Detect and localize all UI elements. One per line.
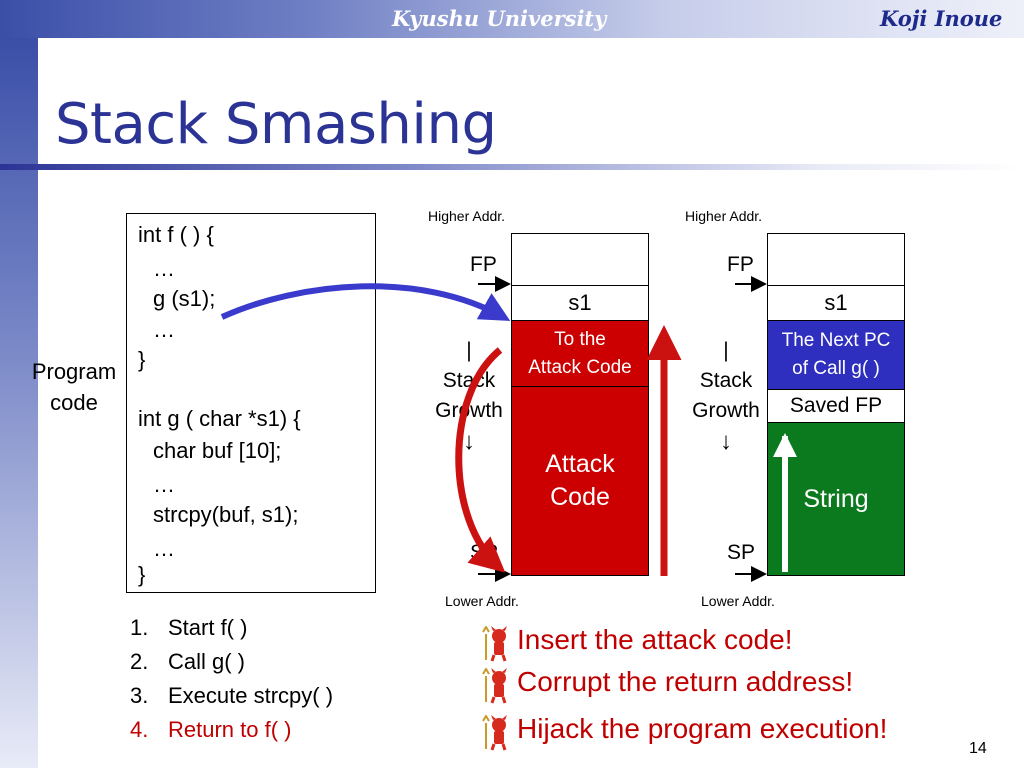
- growth-word-stack: Stack: [699, 369, 753, 392]
- step-number: 3.: [130, 683, 149, 708]
- lower-addr-label: Lower Addr.: [701, 593, 775, 609]
- code-line-strcpy: strcpy(buf, s1);: [153, 502, 299, 527]
- code-box: [126, 213, 376, 593]
- program-label-line: Program: [31, 359, 117, 384]
- code-line-ellipsis: …: [153, 256, 175, 281]
- cell-label: The Next PC: [781, 330, 891, 351]
- step-number: 2.: [130, 649, 149, 674]
- stack-growth-indicator: | Stack Growth ↓: [681, 336, 771, 458]
- code-line-ellipsis: …: [153, 536, 175, 561]
- stack-growth-indicator: | Stack Growth ↓: [424, 336, 514, 458]
- growth-bar: |: [723, 339, 729, 362]
- cell-label: To the: [554, 328, 606, 350]
- hijack-return-arrow: [455, 347, 506, 573]
- step-text: Execute strcpy( ): [168, 683, 334, 708]
- program-label-line: code: [50, 390, 98, 415]
- author-name: Koji Inoue: [880, 6, 1003, 31]
- devil-icon: [482, 626, 507, 662]
- header-bar: [0, 0, 1024, 38]
- cell-label: s1: [824, 290, 848, 315]
- bullet-text: Hijack the program execution!: [517, 713, 888, 744]
- code-line-ellipsis: …: [153, 317, 175, 342]
- growth-word-growth: Growth: [692, 399, 760, 422]
- growth-arrow: ↓: [463, 428, 475, 455]
- code-line-call-g: g (s1);: [153, 286, 216, 311]
- devil-icon: [482, 715, 507, 751]
- bullet-text: Insert the attack code!: [517, 624, 793, 655]
- code-line-f-header: int f ( ) {: [138, 222, 214, 247]
- fp-label: FP: [727, 253, 754, 276]
- stack-cell-attack-code: Attack Code: [511, 386, 649, 576]
- program-code-label: Program code: [24, 356, 124, 418]
- cell-label: String: [803, 484, 869, 513]
- step-text: Call g( ): [168, 649, 246, 674]
- left-decoration-strip: [0, 38, 38, 768]
- code-line-close-brace: }: [138, 562, 146, 587]
- cell-label: of Call g( ): [792, 358, 880, 379]
- bullet-text: Corrupt the return address!: [517, 666, 854, 697]
- growth-word-growth: Growth: [435, 399, 503, 422]
- stack-cell-s1: s1: [511, 285, 649, 321]
- fp-label: FP: [470, 253, 497, 276]
- lower-addr-label: Lower Addr.: [445, 593, 519, 609]
- sp-label: SP: [727, 541, 756, 564]
- cell-label: Code: [550, 483, 610, 511]
- growth-bar: |: [466, 339, 472, 362]
- call-g-arrow: [220, 283, 511, 321]
- stack-cell-empty: [511, 233, 649, 286]
- higher-addr-label: Higher Addr.: [428, 208, 506, 224]
- growth-arrow: ↓: [720, 428, 732, 455]
- stack-cell-saved-fp: Saved FP: [767, 389, 905, 423]
- code-line-g-header: int g ( char *s1) {: [138, 406, 301, 431]
- step-text: Start f( ): [168, 615, 248, 640]
- title-underline: [0, 164, 1024, 170]
- step-number: 1.: [130, 615, 149, 640]
- higher-addr-label: Higher Addr.: [685, 208, 763, 224]
- page-number: 14: [969, 740, 987, 757]
- stack-cell-s1: s1: [767, 285, 905, 321]
- stack-cell-empty: [767, 233, 905, 286]
- step-number: 4.: [130, 717, 149, 742]
- code-line-close-brace: }: [138, 347, 146, 372]
- cell-label: Attack Code: [528, 356, 632, 378]
- cell-label: s1: [568, 290, 592, 315]
- university-name: Kyushu University: [392, 6, 607, 31]
- step-text: Return to f( ): [168, 717, 292, 742]
- slide-title: Stack Smashing: [55, 92, 497, 157]
- code-line-ellipsis: …: [153, 472, 175, 497]
- devil-icon: [482, 668, 507, 704]
- stack-cell-next-pc: The Next PC of Call g( ): [767, 320, 905, 390]
- code-line-buf-decl: char buf [10];: [153, 438, 282, 463]
- cell-label: Saved FP: [789, 394, 883, 417]
- cell-label: Attack: [545, 450, 615, 478]
